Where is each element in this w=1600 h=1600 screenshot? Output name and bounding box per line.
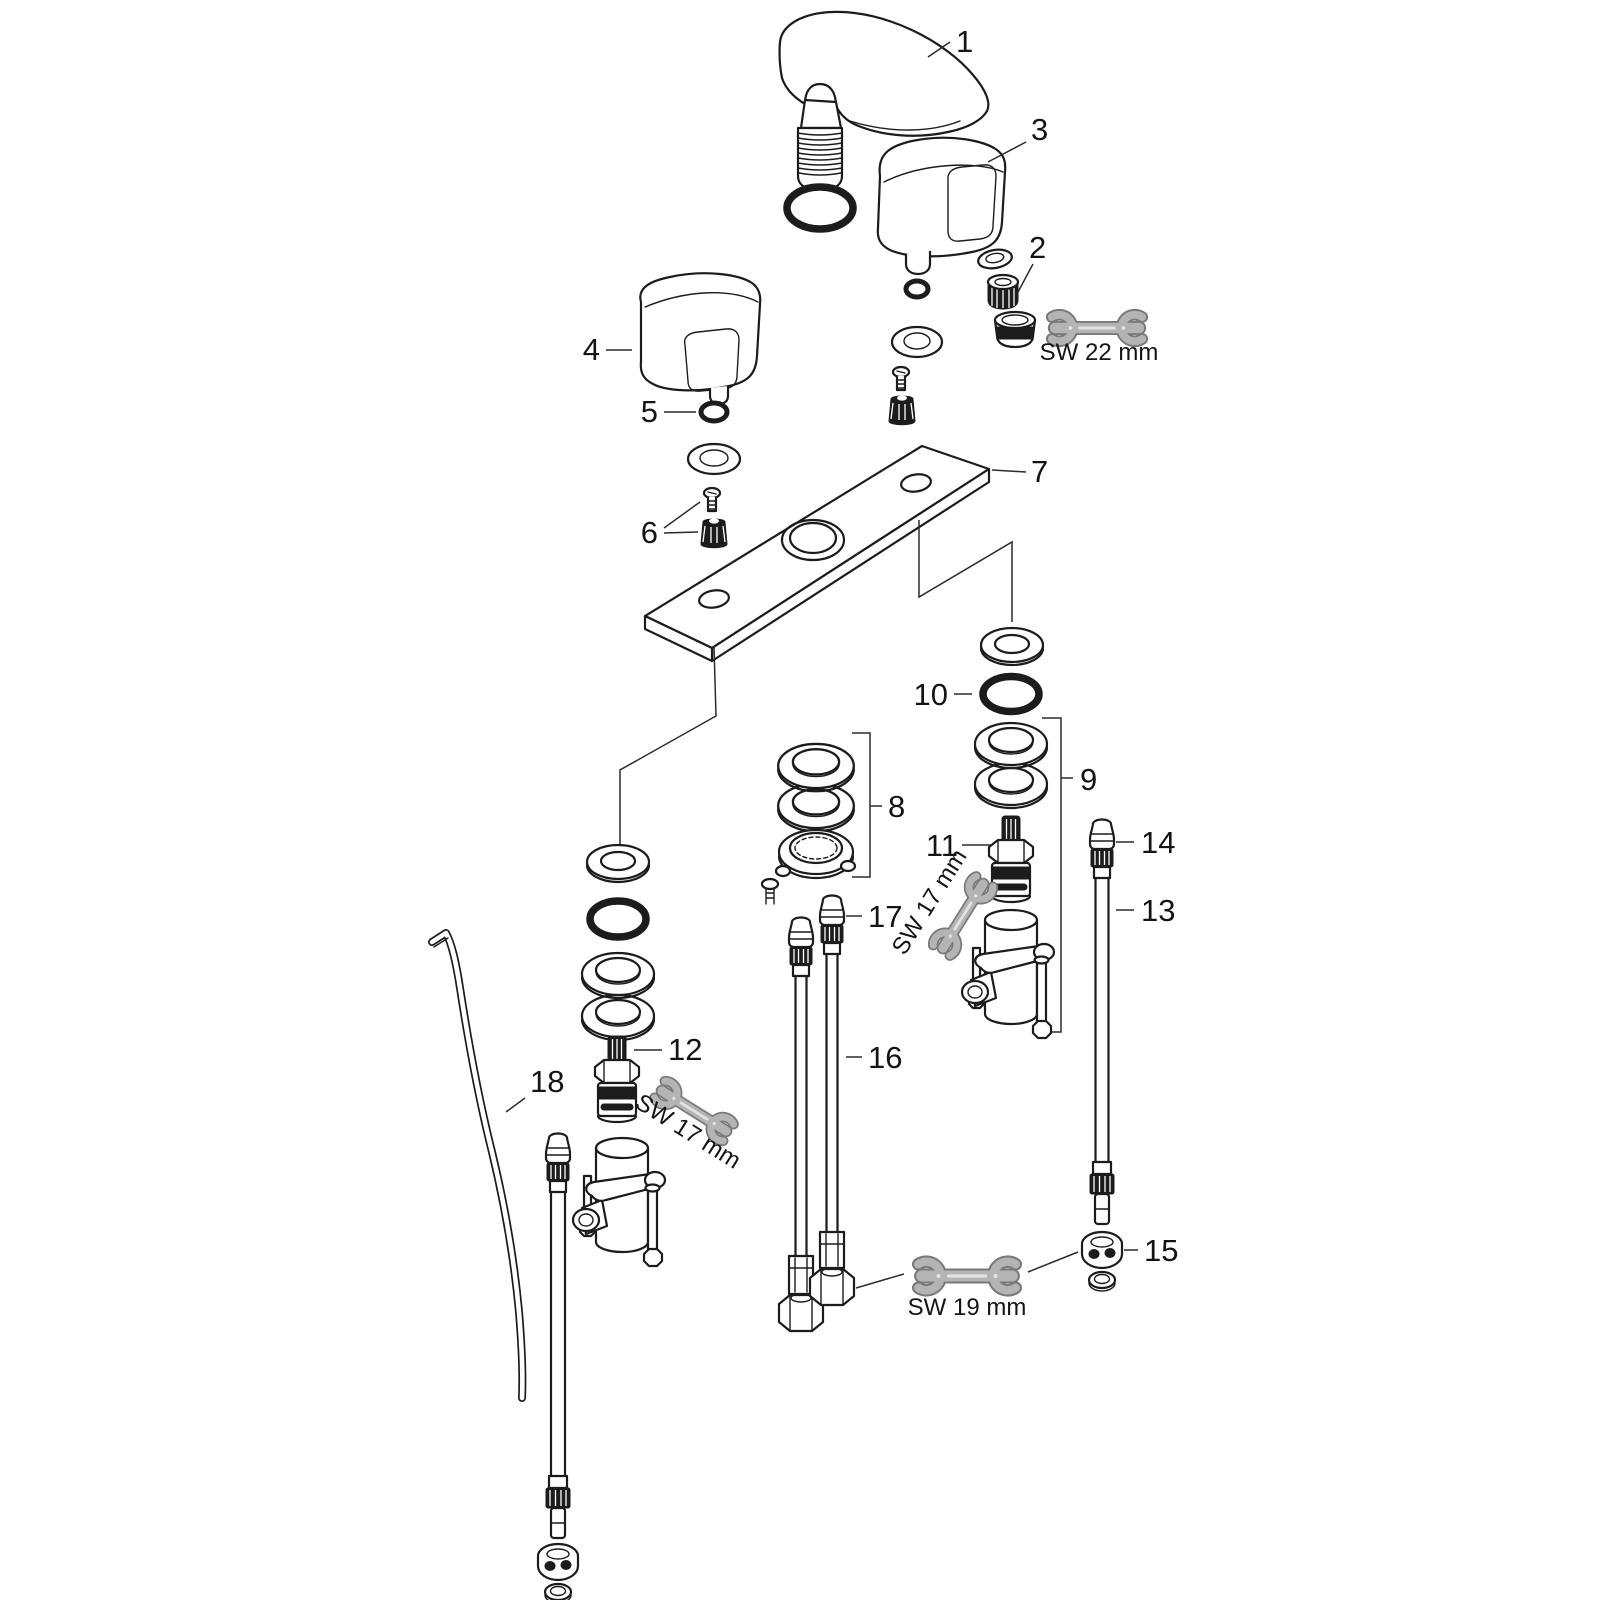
aerator-o-ring bbox=[903, 278, 931, 300]
wrench-sw22-icon: SW 22 mm bbox=[1040, 315, 1159, 366]
callout-3-label: 3 bbox=[1031, 112, 1048, 147]
wrench-sw19-icon: SW 19 mm bbox=[908, 1262, 1027, 1321]
aerator-shell bbox=[993, 310, 1037, 349]
flexible-hose bbox=[428, 929, 527, 1402]
callout-16: 16 bbox=[846, 1040, 902, 1075]
callout-11-label: 11 bbox=[926, 828, 958, 863]
callout-7: 7 bbox=[991, 454, 1048, 489]
callout-7-label: 7 bbox=[1031, 454, 1048, 489]
mounting-nut-center bbox=[760, 828, 857, 905]
callout-6-label: 6 bbox=[641, 515, 658, 550]
callout-5-label: 5 bbox=[641, 394, 658, 429]
callout-3: 3 bbox=[987, 112, 1048, 163]
callout-1: 1 bbox=[927, 24, 973, 59]
hose-16 bbox=[777, 916, 825, 1333]
base-plate bbox=[643, 444, 991, 663]
washer-stack-right bbox=[979, 626, 1045, 667]
callout-15-label: 15 bbox=[1144, 1233, 1178, 1268]
callout-6: 6 bbox=[641, 501, 701, 550]
callout-4: 4 bbox=[583, 332, 632, 367]
callout-5: 5 bbox=[641, 394, 696, 429]
callout-16-label: 16 bbox=[868, 1040, 902, 1075]
callout-12-label: 12 bbox=[668, 1032, 702, 1067]
handle-right bbox=[876, 136, 1007, 276]
screw-left bbox=[702, 486, 722, 513]
callout-9-label: 9 bbox=[1080, 762, 1097, 797]
cone-washer-right-1 bbox=[973, 721, 1049, 770]
spout-threaded-shank bbox=[796, 126, 844, 191]
o-ring-10 bbox=[979, 672, 1043, 716]
ring-under-nut bbox=[1087, 1270, 1117, 1293]
washer-right bbox=[890, 325, 944, 359]
callout-17: 17 bbox=[846, 899, 902, 934]
callout-13: 13 bbox=[1116, 893, 1175, 928]
leader-plate-right bbox=[918, 520, 1013, 622]
callout-15: 15 bbox=[1124, 1233, 1178, 1268]
handle-left bbox=[639, 272, 762, 406]
callout-4-label: 4 bbox=[583, 332, 600, 367]
cone-washer-left-1 bbox=[580, 951, 656, 1000]
callout-18: 18 bbox=[505, 1064, 564, 1113]
wrench-sw17-right-icon: SW 17 mm bbox=[887, 845, 995, 960]
screw-right bbox=[891, 365, 911, 392]
o-ring-left bbox=[586, 897, 650, 941]
hose-left bbox=[536, 1132, 580, 1600]
hose-right bbox=[1088, 818, 1116, 1226]
wrench-sw19-label: SW 19 mm bbox=[908, 1294, 1027, 1321]
bushing-right bbox=[888, 394, 916, 426]
valve-body-left bbox=[571, 1136, 667, 1268]
callout-8: 8 bbox=[852, 732, 905, 878]
callout-2: 2 bbox=[1017, 230, 1046, 293]
callout-10: 10 bbox=[914, 677, 972, 712]
callout-2-label: 2 bbox=[1029, 230, 1046, 265]
cone-washer-center-1 bbox=[777, 742, 855, 793]
hose-17 bbox=[808, 894, 856, 1307]
spout-o-ring bbox=[783, 183, 857, 233]
callout-13-label: 13 bbox=[1141, 893, 1175, 928]
callout-14: 14 bbox=[1116, 825, 1175, 860]
union-nut-15 bbox=[1080, 1230, 1124, 1270]
spout bbox=[778, 10, 990, 233]
callout-1-label: 1 bbox=[956, 24, 973, 59]
callout-12: 12 bbox=[634, 1032, 702, 1067]
washer-stack-left bbox=[585, 843, 651, 884]
wrench-sw22-label: SW 22 mm bbox=[1040, 339, 1159, 366]
bushing-left bbox=[700, 517, 728, 549]
callout-18-label: 18 bbox=[530, 1064, 564, 1099]
callout-11: 11 bbox=[926, 828, 992, 863]
washer-left bbox=[686, 442, 742, 476]
callout-9: 9 bbox=[1042, 717, 1097, 1033]
callout-10-label: 10 bbox=[914, 677, 948, 712]
leader-plate-left bbox=[619, 645, 717, 845]
cone-washer-left-2 bbox=[580, 993, 656, 1042]
callout-8-label: 8 bbox=[888, 789, 905, 824]
valve-body-right bbox=[960, 908, 1056, 1040]
spout-downpipe bbox=[799, 98, 843, 130]
aerator-washer bbox=[977, 248, 1013, 270]
callout-17-label: 17 bbox=[868, 899, 902, 934]
leader-sw19 bbox=[855, 1251, 1079, 1289]
o-ring-5 bbox=[698, 400, 730, 424]
aerator-insert bbox=[986, 273, 1020, 310]
cone-washer-right-2 bbox=[973, 761, 1049, 810]
callout-14-label: 14 bbox=[1141, 825, 1175, 860]
